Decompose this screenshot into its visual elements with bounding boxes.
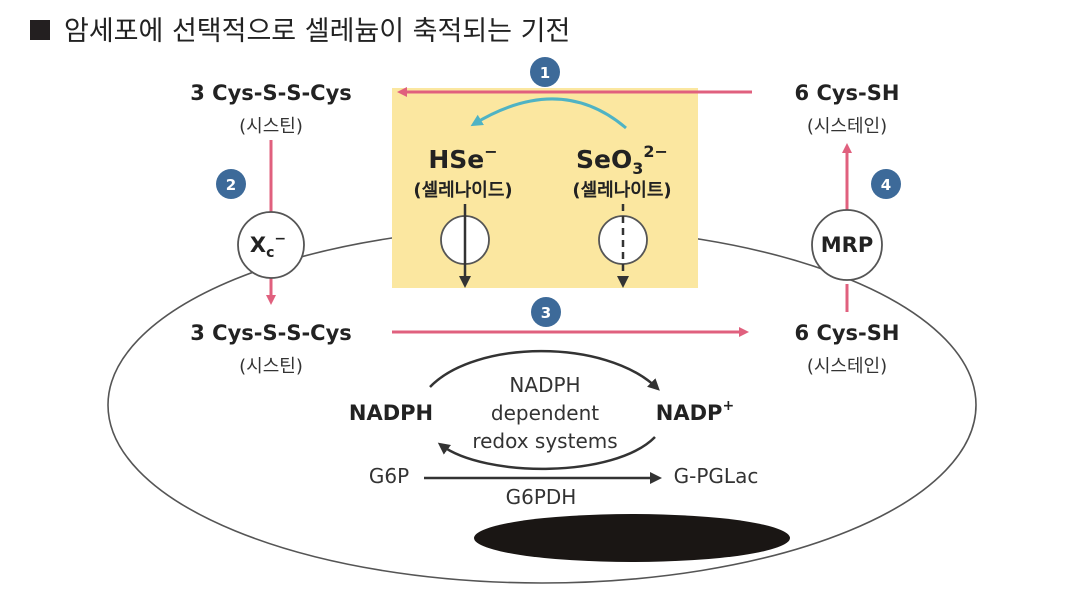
nadp-label: NADP+ [656, 398, 734, 425]
badge-1 [530, 57, 560, 87]
outside-cysteine-korean: (시스테인) [807, 116, 887, 137]
selenide-charge: − [484, 142, 497, 161]
nadph-label: NADPH [349, 401, 433, 425]
redox-center-line-3: redox systems [472, 429, 617, 453]
inside-cystine-korean: (시스틴) [239, 356, 303, 377]
xc-superscript: − [274, 231, 286, 247]
selenite-korean: (셀레나이트) [572, 180, 671, 201]
inside-cysteine-label: 6 Cys-SH [795, 321, 900, 345]
nadp-charge: + [722, 398, 734, 414]
outside-cystine-label: 3 Cys-S-S-Cys [190, 81, 352, 105]
redox-center-line-2: dependent [491, 401, 599, 425]
xc-base: X [250, 233, 266, 257]
badge-3 [531, 297, 561, 327]
selenide-base: HSe [428, 145, 484, 174]
mrp-transporter-label: MRP [821, 233, 873, 257]
selenide-formula: HSe− [428, 142, 497, 174]
outside-cystine-korean: (시스틴) [239, 116, 303, 137]
inside-cysteine-korean: (시스테인) [807, 356, 887, 377]
selenide-korean: (셀레나이드) [413, 180, 512, 201]
badge-2-label: 2 [226, 176, 236, 194]
gpglac-label: G-PGLac [674, 464, 759, 488]
selenite-base: SeO [576, 145, 632, 174]
redox-cycle-top-arrow [429, 349, 660, 391]
g6p-label: G6P [369, 464, 409, 488]
g6pdh-label: G6PDH [506, 485, 577, 509]
selenite-to-selenide-arrow [470, 97, 627, 130]
inside-cystine-label: 3 Cys-S-S-Cys [190, 321, 352, 345]
xc-subscript: c [266, 245, 274, 261]
badge-2 [216, 169, 246, 199]
selenium-region [392, 88, 698, 288]
selenite-subscript: 3 [632, 159, 643, 178]
nadp-base: NADP [656, 401, 723, 425]
badge-1-label: 1 [540, 64, 550, 82]
badge-4 [871, 169, 901, 199]
selenite-formula: SeO32− [576, 142, 668, 178]
badge-3-label: 3 [541, 304, 551, 322]
diagram-title: 암세포에 선택적으로 셀레늄이 축적되는 기전 [64, 16, 570, 47]
nucleus [474, 514, 790, 562]
redox-cycle-bottom-arrow [437, 436, 656, 470]
outside-cysteine-label: 6 Cys-SH [795, 81, 900, 105]
redox-center-line-1: NADPH [509, 373, 580, 397]
badge-4-label: 4 [881, 176, 891, 194]
xc-transporter [237, 211, 305, 279]
selenite-charge: 2− [643, 142, 668, 161]
mrp-transporter [811, 209, 883, 281]
xc-transporter-label: Xc− [250, 231, 286, 261]
title-square-icon [30, 20, 50, 40]
